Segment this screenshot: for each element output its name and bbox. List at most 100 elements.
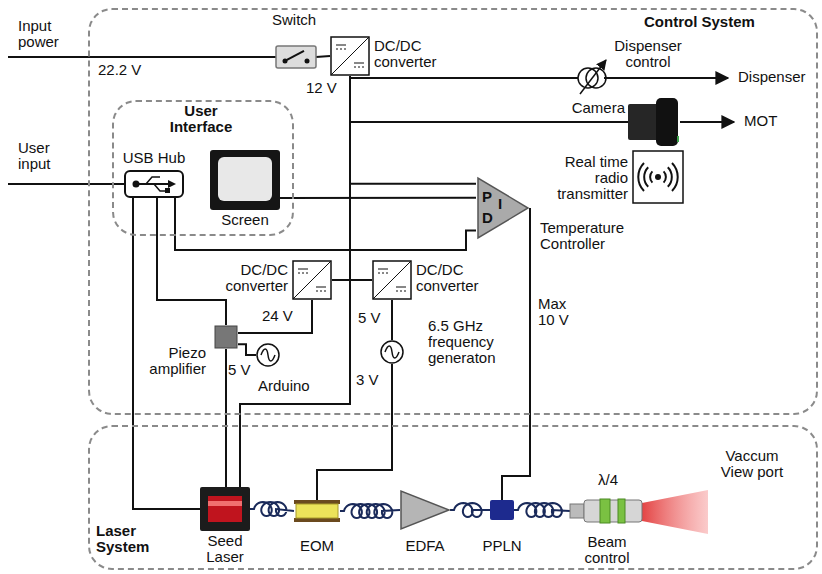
annotation-label: MOT bbox=[744, 113, 804, 129]
component-label: Real time radio transmitter bbox=[550, 154, 628, 202]
source-circle bbox=[381, 341, 403, 363]
annotation-label: User input bbox=[18, 140, 68, 172]
dc-mark bbox=[336, 49, 346, 50]
component-label: PPLN bbox=[477, 538, 527, 554]
component-node: Beam control bbox=[565, 496, 649, 566]
optical-fiber bbox=[514, 503, 570, 517]
annotation-label: Dispenser bbox=[738, 69, 818, 85]
dc-mark bbox=[396, 291, 406, 292]
ppln-crystal bbox=[490, 500, 514, 520]
wire bbox=[238, 300, 312, 333]
dc-mark bbox=[298, 273, 308, 274]
switch-body bbox=[276, 46, 316, 68]
component-label: DC/DC converter bbox=[416, 262, 494, 294]
component-node: Switch bbox=[272, 12, 328, 70]
converter-diagonal bbox=[293, 261, 331, 299]
component-label: Beam control bbox=[565, 534, 649, 566]
usb-icon bbox=[165, 188, 170, 193]
screen-display bbox=[218, 157, 272, 201]
converter-body bbox=[373, 261, 411, 299]
component-label: Camera bbox=[563, 100, 625, 116]
annotation-label: 22.2 V bbox=[98, 62, 158, 78]
camera-led bbox=[677, 136, 679, 142]
eom-electrode bbox=[294, 500, 340, 504]
annotation-label: Input power bbox=[18, 18, 73, 50]
dc-mark bbox=[378, 269, 388, 270]
component-label: EDFA bbox=[395, 538, 455, 554]
component-label: P bbox=[482, 189, 494, 205]
component-label: DC/DC converter bbox=[220, 262, 288, 294]
dc-mark bbox=[354, 63, 364, 64]
usb-hub-body bbox=[125, 171, 183, 197]
wire bbox=[391, 300, 393, 340]
component-label: Temperature Controller bbox=[540, 220, 658, 252]
component-label: Dispenser control bbox=[608, 38, 688, 70]
wire bbox=[350, 76, 580, 78]
component-node: PIDTemperature Controller bbox=[476, 176, 666, 260]
component-node: Camera bbox=[563, 96, 683, 150]
component-label: EOM bbox=[290, 538, 344, 554]
wire bbox=[157, 198, 226, 325]
adjust-arrow bbox=[580, 60, 606, 94]
component-label: Piezo amplifier bbox=[140, 345, 206, 377]
component-label: DC/DC converter bbox=[374, 38, 450, 70]
sine-wave bbox=[261, 349, 275, 361]
component-symbol bbox=[256, 343, 280, 367]
annotation-label: 5 V bbox=[228, 362, 258, 378]
component-node: Arduino bbox=[252, 340, 318, 398]
system-region: Control SystemUser InterfaceUSB HubScree… bbox=[88, 8, 818, 415]
dispenser-output-arrow bbox=[604, 77, 728, 79]
amplifier-triangle bbox=[401, 491, 449, 529]
region-title: Control System bbox=[644, 14, 784, 30]
dc-mark bbox=[378, 273, 388, 274]
converter-body bbox=[331, 37, 369, 75]
radio-icon bbox=[655, 174, 661, 180]
region-title: Laser System bbox=[96, 523, 160, 555]
component-symbol bbox=[124, 170, 184, 198]
annotation-label: 12 V bbox=[306, 80, 346, 96]
component-node: Dispenser control bbox=[560, 36, 690, 96]
mot-output-arrow bbox=[680, 121, 734, 123]
component-symbol bbox=[570, 498, 642, 524]
component-symbol bbox=[210, 150, 280, 210]
radio-wave bbox=[638, 163, 644, 191]
wire bbox=[350, 76, 476, 184]
component-symbol bbox=[294, 500, 340, 522]
radio-wave bbox=[650, 171, 652, 182]
component-node: EDFA bbox=[395, 490, 455, 558]
wire bbox=[502, 208, 530, 500]
usb-icon bbox=[154, 184, 166, 191]
component-node: DC/DC converter bbox=[220, 260, 332, 304]
source-circle bbox=[257, 344, 279, 366]
system-region: Laser SystemSeed LaserEOMEDFAPPLNBeam co… bbox=[88, 425, 818, 570]
optic-mount bbox=[584, 500, 642, 522]
component-label: Screen bbox=[210, 212, 280, 228]
usb-icon bbox=[146, 177, 160, 184]
power-input-wire bbox=[8, 56, 276, 58]
eom-crystal bbox=[296, 504, 338, 518]
annotation-label: 24 V bbox=[262, 308, 302, 324]
component-symbol bbox=[214, 325, 238, 349]
region-title: User Interface bbox=[158, 103, 244, 135]
converter-diagonal bbox=[373, 261, 411, 299]
component-label: I bbox=[498, 196, 508, 212]
wire bbox=[280, 197, 476, 199]
wire bbox=[238, 344, 256, 355]
dc-mark bbox=[354, 67, 364, 68]
dc-mark bbox=[298, 269, 308, 270]
radio-wave bbox=[668, 167, 672, 187]
component-symbol bbox=[200, 487, 250, 531]
fiber-collimator bbox=[570, 504, 584, 518]
current-source bbox=[586, 68, 606, 88]
annotation-label: Max 10 V bbox=[538, 296, 582, 328]
component-symbol bbox=[476, 176, 530, 240]
controller-triangle bbox=[478, 178, 528, 238]
component-label: 6.5 GHz frequency generaton bbox=[428, 318, 508, 366]
component-symbol bbox=[380, 340, 404, 364]
annotation-label: 5 V bbox=[358, 310, 388, 326]
converter-body bbox=[293, 261, 331, 299]
dc-mark bbox=[316, 287, 326, 288]
component-label: Switch bbox=[272, 12, 328, 28]
annotation-label: 3 V bbox=[356, 372, 386, 388]
component-node: PPLN bbox=[480, 496, 524, 558]
